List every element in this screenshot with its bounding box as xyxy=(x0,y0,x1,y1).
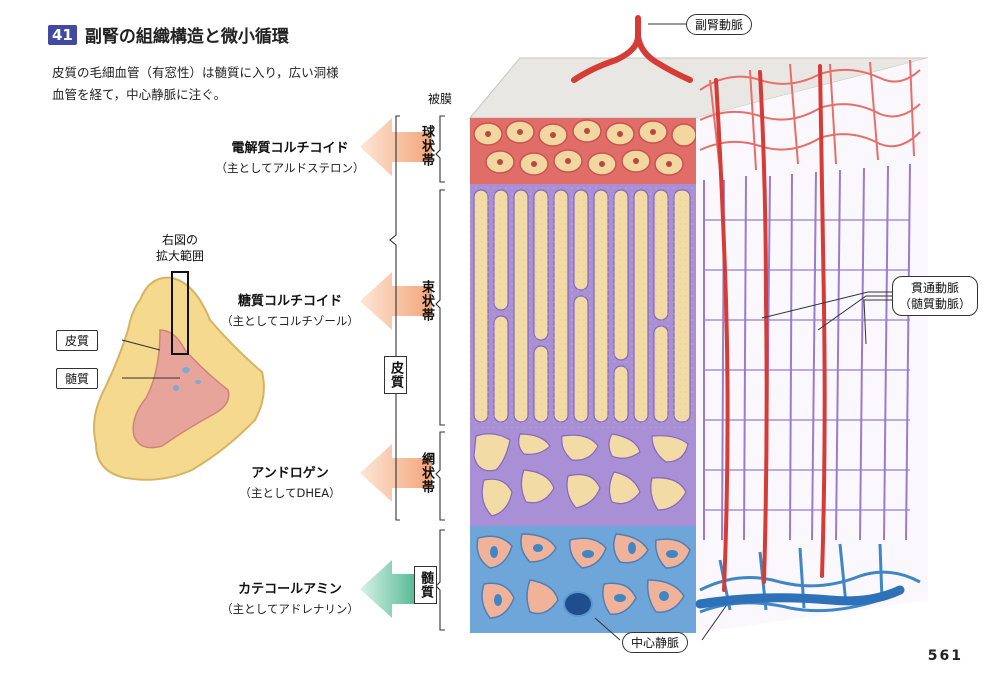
hormone-main: （主としてDHEA） xyxy=(239,486,341,500)
label-gland-medulla: 髄質 xyxy=(56,368,99,389)
central-vein-lumen xyxy=(563,591,593,617)
bracket-fasciculata xyxy=(435,189,445,426)
bracket-medulla xyxy=(435,529,445,631)
central-vein-branch xyxy=(695,585,905,609)
enlarged-range-line-1: 右図の xyxy=(161,233,198,247)
hormone-androgen: アンドロゲン （主としてDHEA） xyxy=(195,462,385,501)
gland-medulla xyxy=(132,329,230,449)
label-enlarged-range: 右図の 拡大範囲 xyxy=(150,232,210,264)
hormone-main: （主としてアドレナリン） xyxy=(221,602,359,616)
perforating-arteries xyxy=(714,64,827,592)
perforating-artery-line-1: 貫通動脈 xyxy=(911,281,960,295)
hormone-mineralocorticoid: 電解質コルチコイド （主としてアルドステロン） xyxy=(195,137,385,176)
reticularis-cells xyxy=(473,433,689,517)
label-reticularis: 網状帯 xyxy=(419,452,434,494)
hormone-glucocorticoid: 糖質コルチコイド （主としてコルチゾール） xyxy=(195,290,385,329)
page-number: 561 xyxy=(927,648,963,664)
hormone-main: （主としてアルドステロン） xyxy=(215,161,365,175)
hormone-main: （主としてコルチゾール） xyxy=(221,314,359,328)
hormone-name: アンドロゲン xyxy=(251,466,329,481)
header: 41 副腎の組織構造と微小循環 xyxy=(48,22,289,47)
label-cortex: 皮質 xyxy=(384,356,407,394)
bracket-glomerulosa xyxy=(435,115,445,183)
label-fasciculata: 束状帯 xyxy=(419,280,434,322)
page-title: 副腎の組織構造と微小循環 xyxy=(84,27,289,47)
perforating-artery-line-2: （髄質動脈） xyxy=(899,297,972,311)
label-adrenal-artery: 副腎動脈 xyxy=(686,14,753,35)
block-side-face xyxy=(696,58,928,633)
block-front-face xyxy=(470,118,696,633)
section-number-badge: 41 xyxy=(48,24,77,45)
subtitle: 皮質の毛細血管（有窓性）は髄質に入り，広い洞様 血管を経て，中心静脈に注ぐ。 xyxy=(52,62,382,106)
label-capsule: 被膜 xyxy=(428,92,453,106)
adrenal-artery xyxy=(571,15,693,83)
label-central-vein: 中心静脈 xyxy=(622,632,689,653)
hormone-name: 電解質コルチコイド xyxy=(231,141,349,156)
gland-illustration xyxy=(93,271,265,481)
label-gland-cortex: 皮質 xyxy=(56,330,99,351)
subtitle-line-2: 血管を経て，中心静脈に注ぐ。 xyxy=(52,87,227,102)
side-face-vessels xyxy=(695,59,921,614)
leader-lines xyxy=(594,23,892,641)
bracket-reticularis xyxy=(435,431,445,521)
bracket-cortex xyxy=(389,115,400,521)
leader-cortex xyxy=(121,339,161,351)
label-medulla: 髄質 xyxy=(414,566,437,604)
hormone-name: カテコールアミン xyxy=(238,582,342,597)
label-perforating-artery: 貫通動脈 （髄質動脈） xyxy=(892,276,979,316)
subtitle-line-1: 皮質の毛細血管（有窓性）は髄質に入り，広い洞様 xyxy=(52,65,339,80)
label-glomerulosa: 球状帯 xyxy=(419,125,434,167)
enlarged-range-box xyxy=(171,271,189,355)
hormone-name: 糖質コルチコイド xyxy=(237,294,342,309)
enlarged-range-line-2: 拡大範囲 xyxy=(155,249,204,263)
hormone-catecholamine: カテコールアミン （主としてアドレナリン） xyxy=(195,578,385,617)
